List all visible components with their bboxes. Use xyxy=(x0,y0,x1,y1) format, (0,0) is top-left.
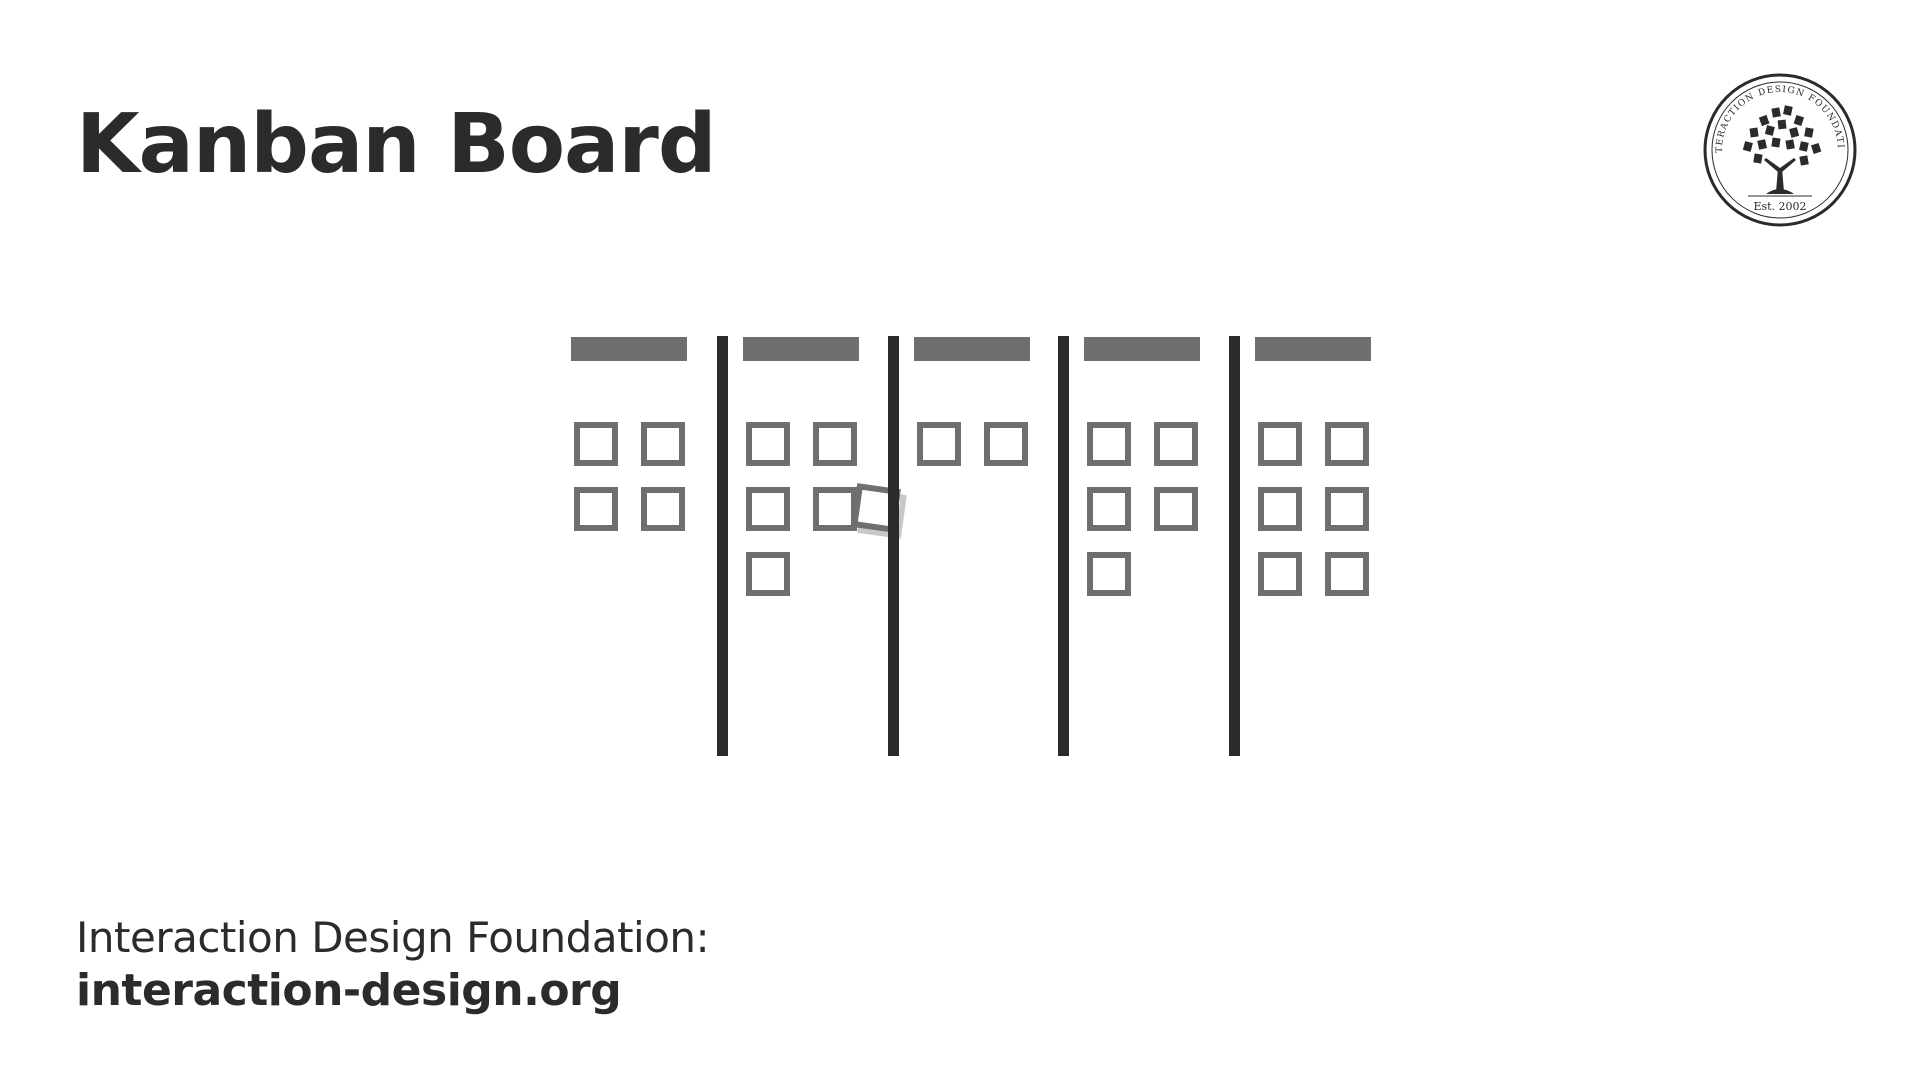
tree-of-books-icon xyxy=(1742,105,1822,194)
kanban-card xyxy=(1258,552,1302,596)
footer-org-label: Interaction Design Foundation: xyxy=(76,913,710,962)
kanban-card xyxy=(1325,552,1369,596)
kanban-card xyxy=(641,487,685,531)
idf-logo: INTERACTION DESIGN FOUNDATION Est. 2002 xyxy=(1702,72,1857,227)
kanban-card xyxy=(1154,487,1198,531)
column-header-bar xyxy=(571,337,687,361)
kanban-card xyxy=(641,422,685,466)
kanban-card xyxy=(1087,487,1131,531)
footer: Interaction Design Foundation: interacti… xyxy=(76,912,710,1017)
column-divider xyxy=(888,336,899,756)
kanban-card xyxy=(1325,487,1369,531)
logo-est-text: Est. 2002 xyxy=(1753,200,1806,213)
kanban-card xyxy=(746,422,790,466)
kanban-card xyxy=(813,422,857,466)
column-header-bar xyxy=(743,337,859,361)
column-header-bar xyxy=(1084,337,1200,361)
column-header-bar xyxy=(1255,337,1371,361)
column-divider xyxy=(1229,336,1240,756)
kanban-card xyxy=(746,487,790,531)
footer-url-link[interactable]: interaction-design.org xyxy=(76,964,622,1016)
kanban-card xyxy=(1087,552,1131,596)
kanban-card xyxy=(1258,487,1302,531)
kanban-card xyxy=(917,422,961,466)
kanban-card xyxy=(1258,422,1302,466)
kanban-card xyxy=(1154,422,1198,466)
kanban-card xyxy=(1325,422,1369,466)
column-divider xyxy=(1058,336,1069,756)
kanban-card xyxy=(574,422,618,466)
kanban-card xyxy=(813,487,857,531)
kanban-card xyxy=(984,422,1028,466)
page-title: Kanban Board xyxy=(76,97,717,192)
column-divider xyxy=(717,336,728,756)
kanban-card xyxy=(574,487,618,531)
kanban-card xyxy=(746,552,790,596)
kanban-card xyxy=(1087,422,1131,466)
column-header-bar xyxy=(914,337,1030,361)
